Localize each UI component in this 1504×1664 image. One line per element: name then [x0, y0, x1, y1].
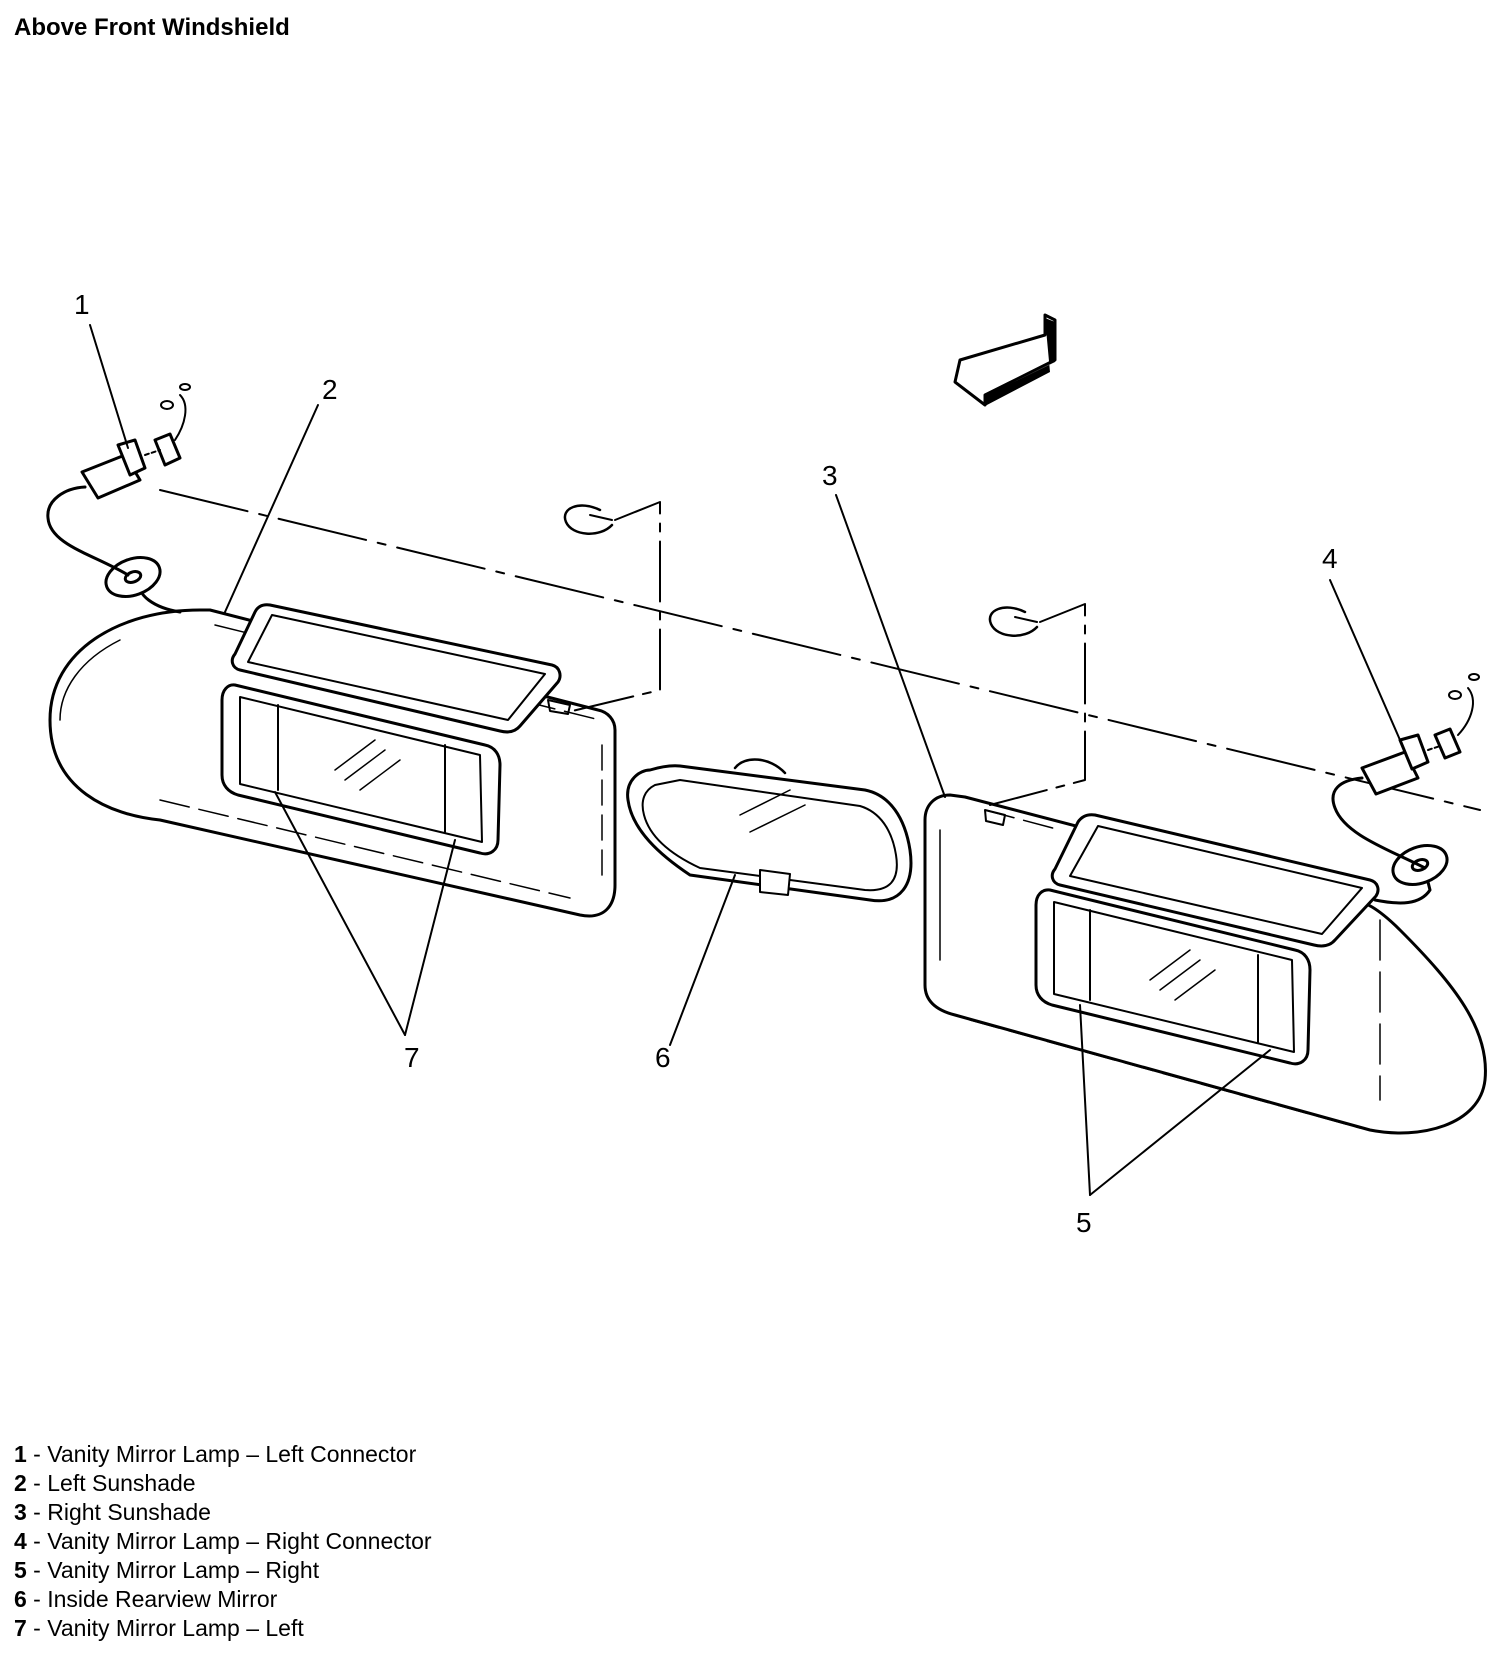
legend-item: 1 - Vanity Mirror Lamp – Left Connector — [14, 1441, 417, 1467]
inside-rearview-mirror — [626, 758, 913, 903]
diagram-title: Above Front Windshield — [14, 14, 290, 41]
forward-arrow-icon — [953, 313, 1057, 407]
left-retaining-clip-icon — [563, 501, 661, 713]
right-retaining-clip-icon — [988, 603, 1086, 806]
left-lamp-harness — [46, 485, 182, 614]
legend-item: 2 - Left Sunshade — [14, 1470, 196, 1496]
legend-item: 7 - Vanity Mirror Lamp – Left — [14, 1615, 304, 1641]
legend-item: 3 - Right Sunshade — [14, 1499, 211, 1525]
right-vanity-mirror — [1034, 888, 1312, 1066]
callout-2: 2 — [322, 374, 338, 405]
right-vanity-lid — [984, 809, 1380, 948]
windshield-header-line — [159, 489, 1481, 811]
callout-6: 6 — [655, 1042, 671, 1073]
legend-item: 4 - Vanity Mirror Lamp – Right Connector — [14, 1528, 432, 1554]
right-lamp-harness — [1331, 776, 1449, 905]
callout-5: 5 — [1076, 1207, 1092, 1238]
legend-item: 6 - Inside Rearview Mirror — [14, 1586, 278, 1612]
right-connector-icon — [1360, 673, 1480, 796]
leader-lines — [89, 324, 1401, 1196]
callout-4: 4 — [1322, 543, 1338, 574]
left-vanity-lid — [230, 603, 571, 734]
left-vanity-mirror — [220, 683, 502, 856]
left-connector-icon — [80, 383, 191, 500]
callout-3: 3 — [822, 460, 838, 491]
callout-7: 7 — [404, 1042, 420, 1073]
callout-1: 1 — [74, 289, 90, 320]
legend-item: 5 - Vanity Mirror Lamp – Right — [14, 1557, 320, 1583]
parts-legend: 1 - Vanity Mirror Lamp – Left Connector … — [14, 1440, 432, 1643]
callouts: 1 2 3 4 5 6 7 — [74, 289, 1338, 1238]
